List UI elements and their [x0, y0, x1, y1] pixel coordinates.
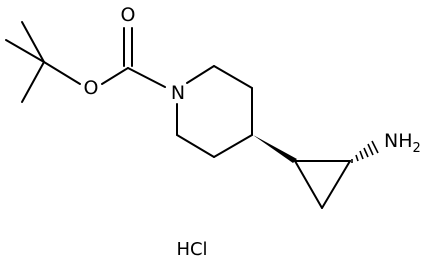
stereo-wedge-bond	[253, 135, 297, 163]
bond-cp-c2-c3	[321, 160, 351, 209]
cyclopropane-ring	[294, 160, 351, 209]
carbamate-group: O O	[84, 4, 166, 99]
bond-ring-c2-c3	[213, 65, 253, 89]
hash-line-4	[363, 147, 369, 158]
bond-ester-o-to-carbonyl-c	[101, 67, 129, 85]
hash-line-5	[367, 143, 374, 156]
carbonyl-oxygen-label: O	[121, 4, 136, 26]
bond-cp-c1-c3	[294, 160, 323, 209]
ester-oxygen-label: O	[84, 77, 99, 99]
amine-label: NH2	[384, 130, 421, 156]
amine-h-subscript: 2	[413, 141, 421, 156]
stereo-hash-bond	[351, 140, 379, 163]
bond-tbu-methyl-top	[21, 21, 45, 63]
hash-line-2	[355, 154, 359, 162]
bond-tbu-methyl-bottom	[21, 61, 45, 103]
bond-tbu-methyl-left	[5, 39, 45, 63]
bond-ring-c4-c5	[213, 134, 253, 158]
tert-butyl-group	[5, 21, 81, 103]
hash-line-6	[371, 140, 379, 154]
bond-carbonyl-c-to-ring-n	[127, 67, 166, 88]
bond-tbu-to-ester-o	[43, 61, 81, 85]
bond-ring-n-c2	[186, 65, 215, 84]
bond-ring-c5-c6	[176, 134, 215, 158]
piperidine-ring: N	[171, 65, 253, 158]
hash-line-3	[359, 150, 364, 160]
amine-nh-text: NH	[384, 130, 413, 152]
ring-nitrogen-label: N	[171, 82, 185, 104]
hydrochloride-salt-label: HCl	[176, 239, 207, 260]
